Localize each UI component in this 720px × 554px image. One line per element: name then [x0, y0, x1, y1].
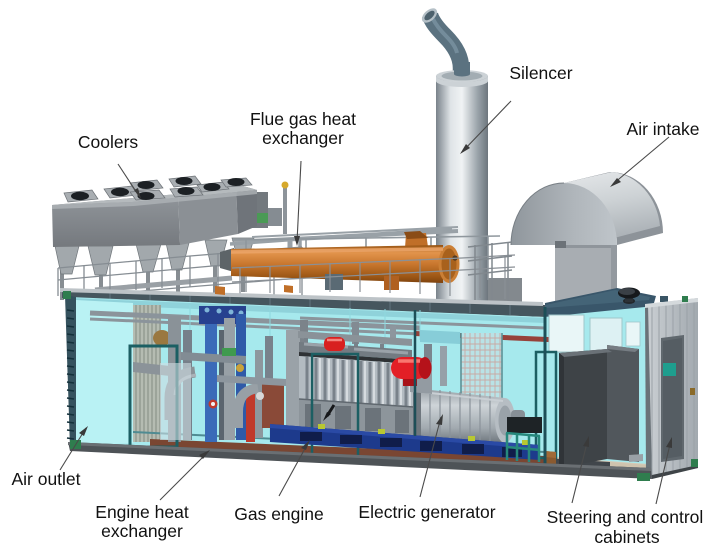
svg-text:Engine heat: Engine heat	[95, 502, 189, 522]
svg-text:Air intake: Air intake	[627, 119, 700, 139]
svg-text:exchanger: exchanger	[262, 128, 344, 148]
svg-text:Coolers: Coolers	[78, 132, 139, 152]
svg-text:Gas engine: Gas engine	[234, 504, 324, 524]
svg-text:Silencer: Silencer	[509, 63, 572, 83]
svg-text:Flue gas heat: Flue gas heat	[250, 109, 356, 129]
svg-text:Electric generator: Electric generator	[358, 502, 495, 522]
svg-text:Air outlet: Air outlet	[11, 469, 80, 489]
svg-text:Steering and control: Steering and control	[547, 507, 704, 527]
svg-text:exchanger: exchanger	[101, 521, 183, 541]
svg-text:cabinets: cabinets	[594, 527, 659, 547]
